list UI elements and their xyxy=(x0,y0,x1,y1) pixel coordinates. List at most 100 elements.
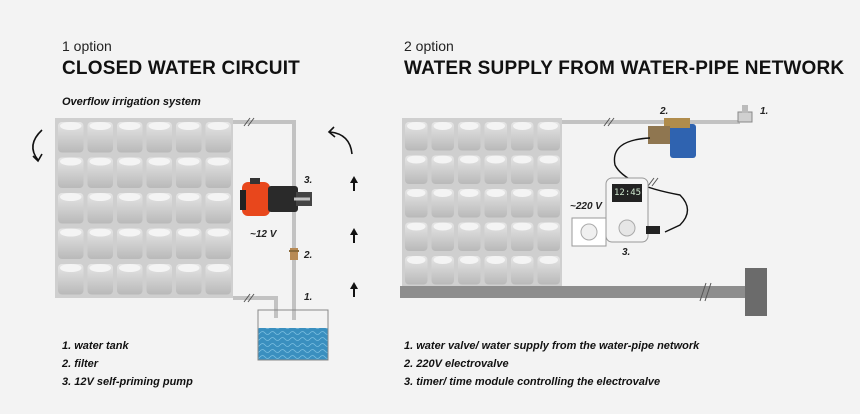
plant-pot xyxy=(176,228,202,259)
pot-rim xyxy=(460,222,479,231)
pot-rim xyxy=(513,222,532,231)
plant-pot xyxy=(117,228,143,259)
pot-rim xyxy=(460,256,479,264)
pot-rim xyxy=(207,193,229,201)
pot-rim xyxy=(460,189,479,197)
plant-pot xyxy=(87,157,113,188)
pot-rim xyxy=(460,122,479,130)
plant-pot xyxy=(205,122,231,153)
pot-rim xyxy=(460,155,479,164)
legend-item: 2. 220V electrovalve xyxy=(404,358,509,370)
pot-rim xyxy=(539,155,558,164)
pot-rim xyxy=(207,228,229,237)
legend-item: 1. water tank xyxy=(62,340,129,352)
option2-title: WATER SUPPLY FROM WATER-PIPE NETWORK xyxy=(404,58,845,79)
plant-pot xyxy=(146,264,172,295)
pot-rim xyxy=(178,122,200,130)
pot-rim xyxy=(60,122,82,130)
plant-pot xyxy=(176,157,202,188)
pot-rim xyxy=(148,122,170,130)
timer-module xyxy=(605,177,660,243)
water-valve xyxy=(737,105,753,123)
electrovalve xyxy=(648,118,696,158)
plant-pot xyxy=(117,157,143,188)
plant-pot xyxy=(205,228,231,259)
plant-pot xyxy=(58,122,84,153)
wall-socket xyxy=(571,217,607,247)
plant-pot xyxy=(58,193,84,224)
pump-voltage-label: ~12 V xyxy=(250,229,277,240)
pot-rim xyxy=(486,222,505,231)
pot-rim xyxy=(119,264,141,272)
pot-rim xyxy=(513,155,532,164)
pot-rim xyxy=(60,264,82,272)
plant-pot xyxy=(205,157,231,188)
plant-pot xyxy=(146,157,172,188)
self-priming-pump xyxy=(240,178,312,216)
pot-rim xyxy=(178,264,200,272)
pot-rim xyxy=(178,228,200,237)
filter xyxy=(289,248,299,260)
pot-rim xyxy=(539,222,558,231)
plant-pot xyxy=(117,193,143,224)
plant-pot xyxy=(117,264,143,295)
pot-rim xyxy=(433,122,452,130)
drain-pipe xyxy=(400,268,767,316)
option2-legend: 1. water valve/ water supply from the wa… xyxy=(404,337,699,391)
pot-rim xyxy=(60,157,82,166)
pot-rim xyxy=(207,264,229,272)
water-tank xyxy=(257,309,329,361)
pot-rim xyxy=(119,193,141,201)
plant-pot xyxy=(176,122,202,153)
plant-pot xyxy=(205,193,231,224)
legend-item: 2. filter xyxy=(62,358,99,370)
pot-rim xyxy=(433,256,452,264)
pot-rim xyxy=(89,264,111,272)
plant-pot xyxy=(58,157,84,188)
plant-pot xyxy=(146,193,172,224)
pot-rim xyxy=(148,228,170,237)
plant-pot xyxy=(205,264,231,295)
pot-rim xyxy=(89,122,111,130)
option1-callout-3: 3. xyxy=(304,175,313,186)
socket-voltage-label: ~220 V xyxy=(570,201,602,212)
pot-rim xyxy=(207,157,229,166)
option2-callout-1: 1. xyxy=(760,106,769,117)
left-pipes xyxy=(233,120,296,320)
option2-number: 2 option xyxy=(404,38,454,54)
pot-rim xyxy=(486,155,505,164)
plant-pot xyxy=(87,193,113,224)
pot-rim xyxy=(433,155,452,164)
pot-rim xyxy=(486,189,505,197)
pot-rim xyxy=(119,122,141,130)
plant-pot xyxy=(117,122,143,153)
plant-pot xyxy=(58,228,84,259)
pot-rim xyxy=(60,193,82,201)
pot-rim xyxy=(119,228,141,237)
pot-rim xyxy=(407,189,426,197)
pot-rim xyxy=(148,264,170,272)
option1-callout-2: 2. xyxy=(304,250,313,261)
pot-rim xyxy=(486,122,505,130)
pot-rim xyxy=(486,256,505,264)
plant-pot xyxy=(146,228,172,259)
flow-up-arrows xyxy=(350,176,358,297)
plant-pot xyxy=(176,193,202,224)
legend-item: 3. 12V self-priming pump xyxy=(62,376,193,388)
plant-pot xyxy=(87,264,113,295)
option1-legend: 1. water tank 2. filter 3. 12V self-prim… xyxy=(62,337,193,391)
option1-number: 1 option xyxy=(62,38,112,54)
left-wall-panel xyxy=(55,118,233,298)
pot-rim xyxy=(513,189,532,197)
pot-rim xyxy=(407,256,426,264)
pot-rim xyxy=(148,193,170,201)
pot-rim xyxy=(89,157,111,166)
pot-rim xyxy=(148,157,170,166)
plant-pot xyxy=(176,264,202,295)
legend-item: 3. timer/ time module controlling the el… xyxy=(404,376,661,388)
option2-callout-2: 2. xyxy=(660,106,669,117)
pot-rim xyxy=(407,155,426,164)
option1-subtitle: Overflow irrigation system xyxy=(62,96,201,108)
pot-rim xyxy=(407,222,426,231)
plant-pot xyxy=(87,228,113,259)
